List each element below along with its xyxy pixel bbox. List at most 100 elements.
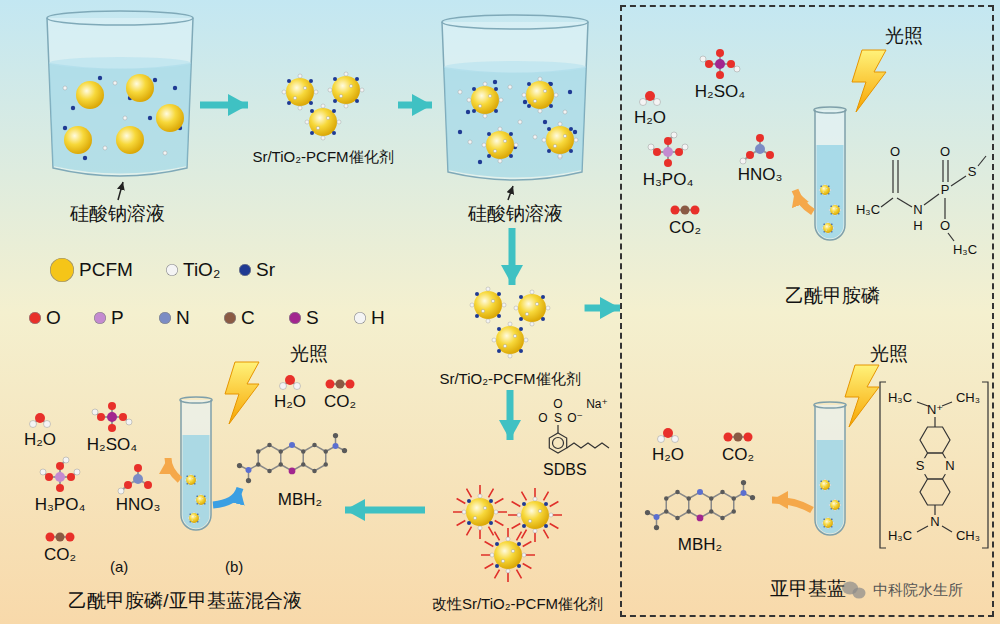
illustration-part <box>76 81 104 109</box>
node-text: 乙酰甲胺磷/亚甲基蓝混合液 <box>68 590 301 613</box>
legend-text: H <box>371 307 385 330</box>
pcfm-spheres <box>64 74 184 154</box>
atom-label: N <box>944 458 955 474</box>
chem-formula: HNO₃ <box>738 165 783 185</box>
illustration-part <box>46 533 75 542</box>
test-tube <box>180 397 212 530</box>
atom-label: H₃C <box>953 242 977 258</box>
chem-formula: H₂O <box>634 108 666 128</box>
illustration-part <box>951 176 966 186</box>
illustration-part <box>853 588 866 599</box>
illustration-part <box>481 528 535 582</box>
illustration-part <box>553 438 564 449</box>
product-arrow <box>168 458 180 480</box>
stage-node: 硅酸钠溶液 <box>432 8 598 228</box>
legend-text: S <box>306 307 319 330</box>
illustration-part <box>645 480 755 530</box>
atom-label: O <box>538 411 547 425</box>
watermark: 中科院水生所 <box>873 581 963 599</box>
atom-label: O⁻ <box>567 411 583 425</box>
atom-label: S <box>915 458 926 474</box>
illustration-part <box>943 160 948 182</box>
molecule-icons <box>30 375 355 542</box>
illustration-part <box>567 443 609 448</box>
chem-formula: H₂SO₄ <box>87 435 137 455</box>
light-bolt <box>845 365 879 427</box>
legend-swatch <box>224 312 236 324</box>
leader-line <box>118 182 123 200</box>
node-text: 光照 <box>290 343 328 366</box>
node-text: Sr/TiO₂-PCFM催化剂 <box>439 370 580 388</box>
illustration-part <box>64 126 92 154</box>
illustration-part <box>924 194 939 205</box>
atom-label: P <box>941 182 950 198</box>
chem-formula: H₂O <box>652 445 684 465</box>
atom-label: N <box>913 202 922 218</box>
illustration-part <box>328 72 364 108</box>
beaker <box>442 15 588 180</box>
illustration-part <box>542 122 578 158</box>
legend-swatch <box>50 258 74 282</box>
illustration-part <box>92 402 132 432</box>
legend-text: O <box>46 307 61 330</box>
node-text: (a) <box>110 558 128 576</box>
chem-formula: H₃PO₄ <box>35 495 86 515</box>
atom-label: H₃C <box>856 202 880 218</box>
illustration-part <box>280 375 301 390</box>
node-text: 硅酸钠溶液 <box>70 203 165 226</box>
illustration-part <box>897 198 912 207</box>
product-arrow <box>795 190 813 212</box>
catalyst-particles <box>282 72 364 140</box>
chem-formula: CO₂ <box>44 545 76 565</box>
illustration-part <box>917 505 952 532</box>
atom-label: CH₃ <box>956 390 980 406</box>
legend-text: N <box>176 307 190 330</box>
dashed-panel: 光照乙酰甲胺磷光照亚甲基蓝 <box>620 5 994 617</box>
methylene-blue-structure <box>880 382 988 548</box>
legend-swatch <box>166 264 178 276</box>
atom-label: H <box>913 218 922 234</box>
illustration-part <box>118 464 152 494</box>
illustration-part <box>482 127 518 163</box>
node-text: SDBS <box>543 460 587 479</box>
node-text: 亚甲基蓝 <box>770 578 846 601</box>
atom-label: N⁺ <box>927 402 943 418</box>
modified-catalyst-particles <box>453 485 562 582</box>
legend-text: PCFM <box>79 259 133 282</box>
sdbs-structure <box>549 425 609 453</box>
atom-label: N <box>930 514 939 530</box>
chem-formula: H₂O <box>274 392 306 412</box>
node-text: 硅酸钠溶液 <box>468 203 563 226</box>
molecule-icons <box>645 428 755 530</box>
chem-formula: CO₂ <box>324 392 356 412</box>
stage-node: 光照(a)(b)乙酰甲胺磷/亚甲基蓝混合液 <box>25 338 345 615</box>
illustration-part <box>920 479 950 505</box>
illustration-part <box>920 453 950 479</box>
legend-swatch <box>159 312 171 324</box>
illustration-part <box>549 433 566 453</box>
legend-swatch <box>239 264 251 276</box>
catalyst-particles <box>470 287 550 358</box>
illustration-part <box>881 198 893 207</box>
illustration-part <box>30 413 51 428</box>
node-text: 改性Sr/TiO₂-PCFM催化剂 <box>432 595 603 613</box>
flow-arrow <box>509 228 516 285</box>
product-arrow <box>213 488 240 505</box>
node-text: 光照 <box>885 25 923 48</box>
atom-label: O <box>940 144 950 160</box>
illustration-part <box>880 382 988 548</box>
atom-label: O <box>553 397 562 411</box>
illustration-part <box>640 91 661 106</box>
illustration-part <box>156 104 184 132</box>
flow-arrow <box>398 102 432 109</box>
beaker <box>47 11 193 176</box>
illustration-part <box>326 380 355 389</box>
chem-formula: CO₂ <box>722 445 754 465</box>
flow-arrow <box>345 507 425 514</box>
legend-swatch <box>289 312 301 324</box>
illustration-part <box>116 126 144 154</box>
